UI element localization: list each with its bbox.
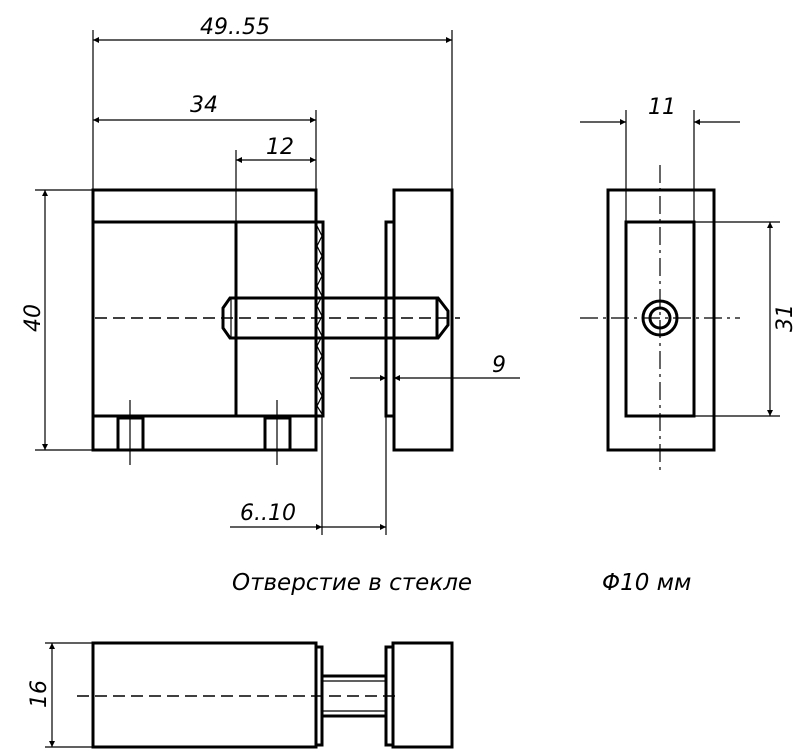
dim-glass-label: 6..10: [240, 501, 296, 526]
side-outer: [606, 188, 716, 452]
dim-bottom-width-label: 16: [27, 680, 52, 708]
body-bottom-wall: [91, 414, 318, 452]
dim-insert-label: 12: [266, 135, 294, 160]
bottom-knob: [391, 641, 454, 749]
body-top-wall: [91, 188, 318, 224]
dim-body-label: 34: [190, 93, 218, 118]
gasket-right: [384, 220, 396, 418]
gasket-left: [314, 220, 325, 418]
bottom-view: 16: [27, 641, 454, 749]
front-view: 49..55 34 12 40 9 6..10: [21, 15, 520, 535]
dim-height-label: 40: [21, 304, 46, 332]
caption-hole: Φ10 мм: [602, 570, 691, 596]
side-view: 11 31: [580, 95, 798, 470]
dim-gap-label: 9: [492, 353, 506, 378]
dim-side-height-label: 31: [773, 304, 798, 332]
knob: [392, 188, 454, 452]
dim-overall-label: 49..55: [200, 15, 270, 40]
bottom-body: [91, 641, 318, 749]
caption-text: Отверстие в стекле: [232, 570, 472, 596]
dim-side-width-label: 11: [648, 95, 676, 120]
insert-block: [234, 220, 318, 418]
